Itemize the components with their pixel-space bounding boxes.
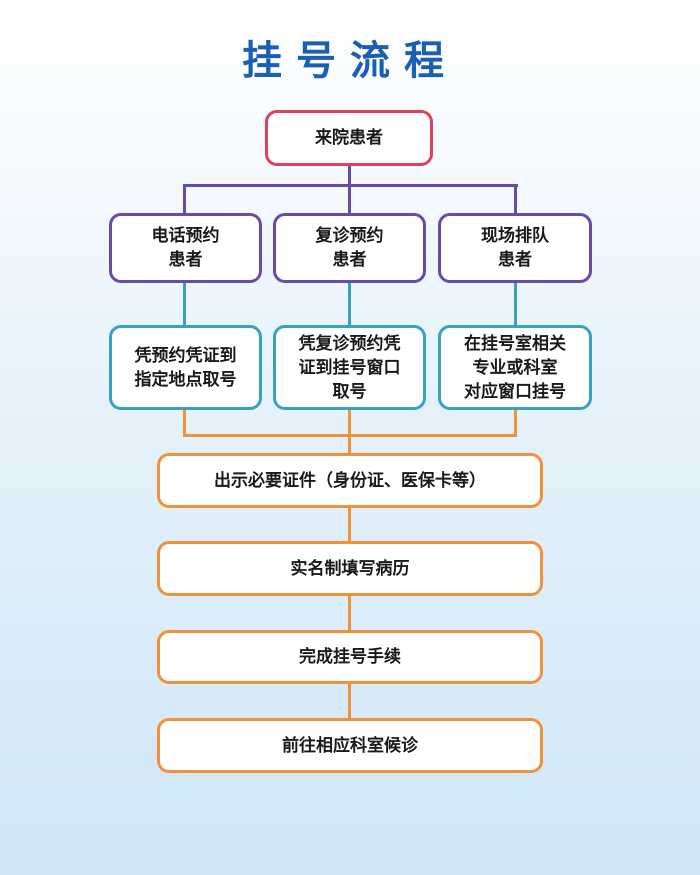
step-phone: 凭预约凭证到 指定地点取号 bbox=[109, 325, 262, 410]
connector bbox=[514, 282, 517, 326]
patient-type-walkin: 现场排队 患者 bbox=[438, 213, 592, 283]
connector bbox=[514, 409, 517, 437]
connector bbox=[348, 683, 351, 719]
connector bbox=[514, 184, 517, 214]
page-title: 挂号流程 bbox=[242, 38, 458, 84]
connector bbox=[348, 507, 351, 542]
connector bbox=[183, 282, 186, 326]
step-followup: 凭复诊预约凭 证到挂号窗口 取号 bbox=[273, 325, 426, 410]
connector bbox=[348, 184, 351, 214]
step-fill-record: 实名制填写病历 bbox=[157, 541, 543, 596]
connector bbox=[348, 165, 351, 186]
connector bbox=[348, 595, 351, 631]
connector bbox=[348, 409, 351, 454]
connector bbox=[348, 282, 351, 326]
connector bbox=[183, 184, 186, 214]
connector bbox=[183, 409, 186, 437]
patient-type-phone: 电话预约 患者 bbox=[109, 213, 262, 283]
step-go-to-department: 前往相应科室候诊 bbox=[157, 718, 543, 773]
step-complete-registration: 完成挂号手续 bbox=[157, 630, 543, 684]
start-node: 来院患者 bbox=[265, 110, 433, 166]
patient-type-followup: 复诊预约 患者 bbox=[273, 213, 426, 283]
connector bbox=[183, 434, 517, 437]
step-show-id: 出示必要证件（身份证、医保卡等） bbox=[157, 453, 543, 508]
step-walkin: 在挂号室相关 专业或科室 对应窗口挂号 bbox=[438, 325, 592, 410]
